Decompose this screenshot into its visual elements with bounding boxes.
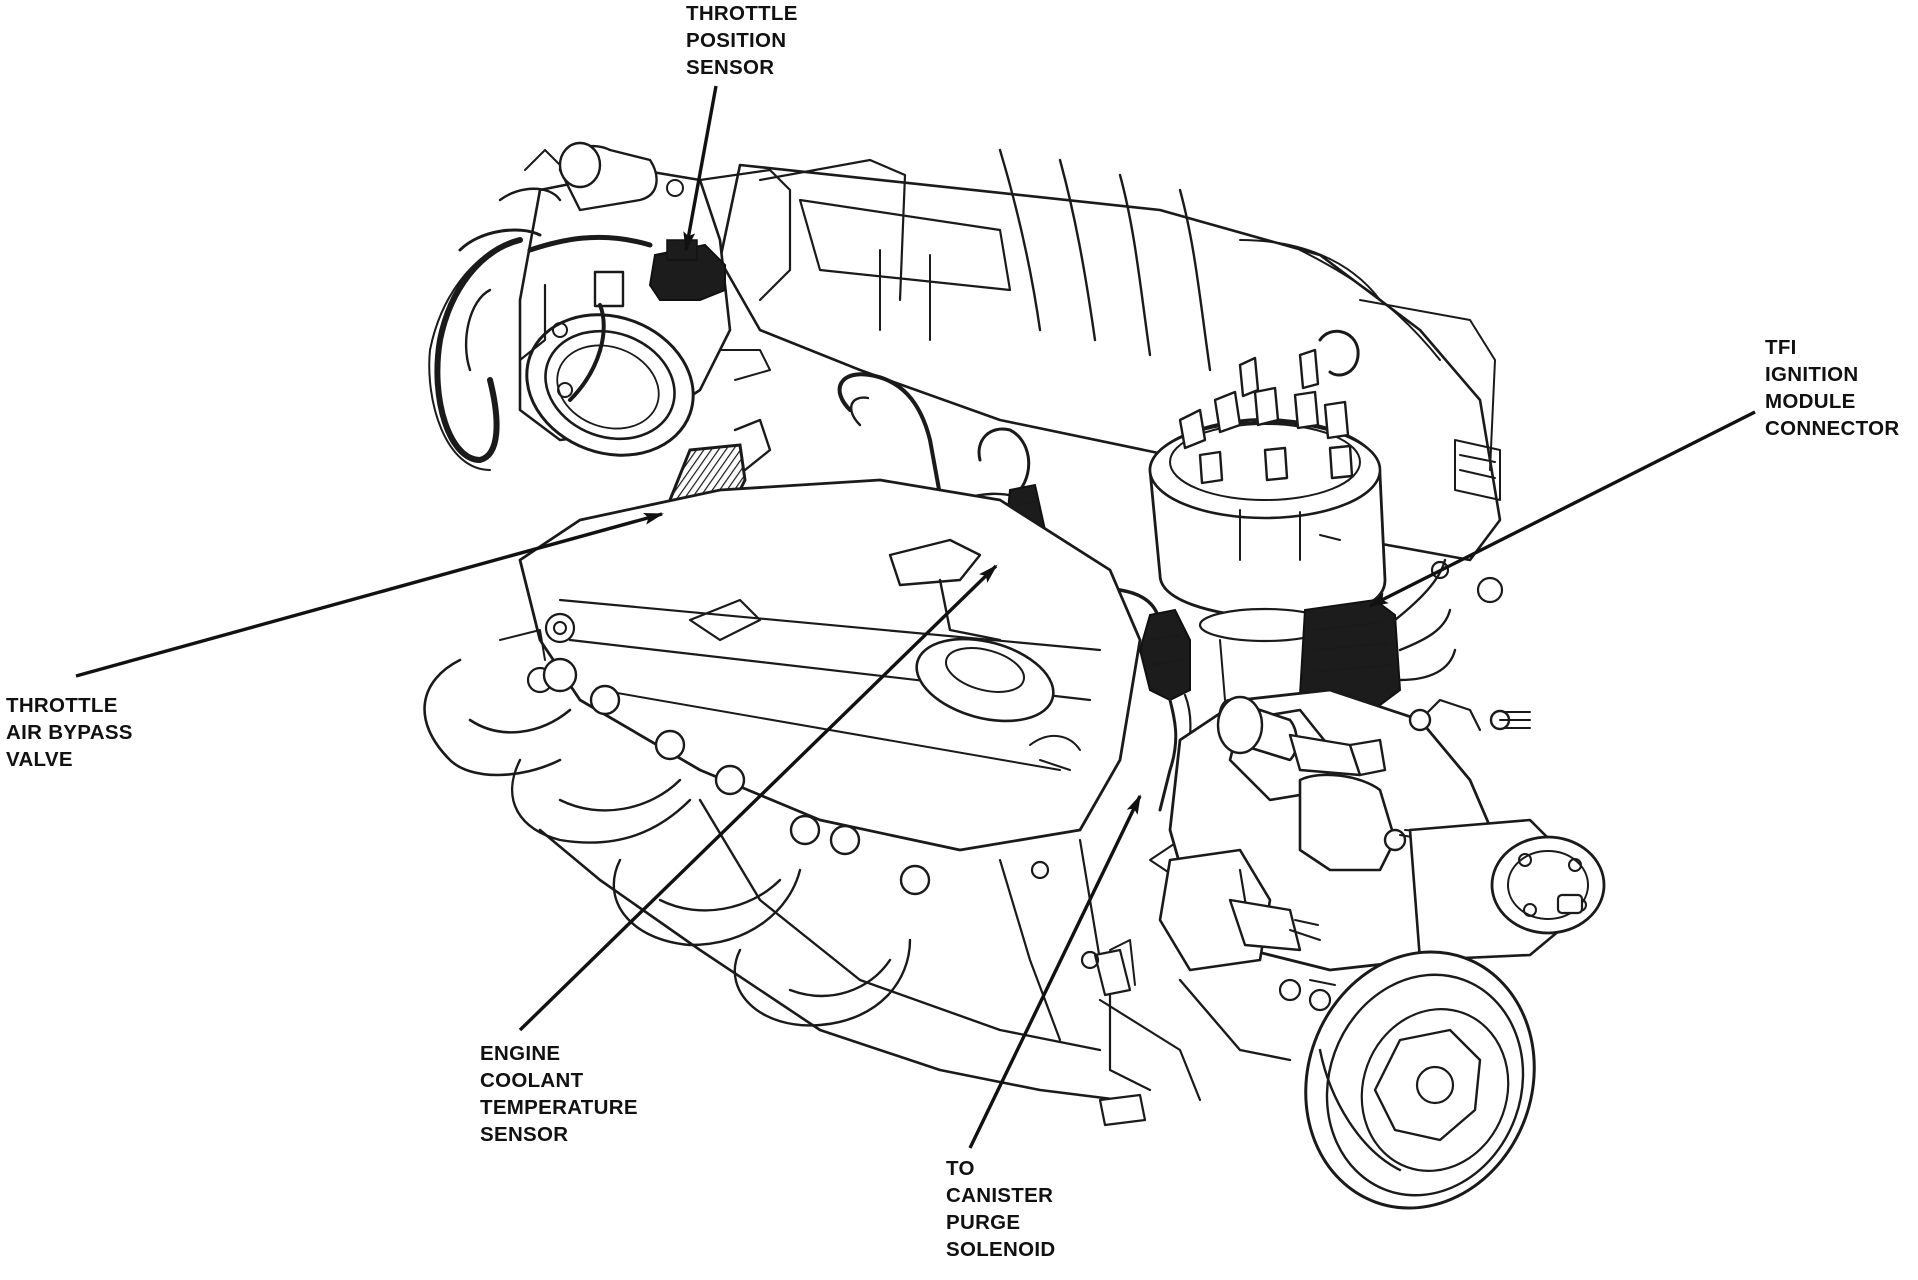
label-line: POSITION (686, 29, 787, 52)
label-line: AIR BYPASS (6, 721, 133, 744)
engine-block (538, 798, 1201, 1102)
label-line: SENSOR (686, 56, 775, 79)
label-line: MODULE (1765, 390, 1856, 413)
arrow-engine-coolant-temperature-sensor (518, 564, 998, 1032)
pump-pulley (1408, 818, 1606, 962)
label-line: THROTTLE (686, 2, 798, 25)
arrow-throttle-air-bypass-valve (75, 512, 664, 678)
arrow-to-canister-purge-solenoid (968, 794, 1142, 1149)
label-line: VALVE (6, 748, 73, 771)
wiring-harness (428, 149, 653, 471)
throttle-air-bypass-valve-label: THROTTLE AIR BYPASS VALVE (6, 692, 133, 773)
label-line: THROTTLE (6, 694, 118, 717)
label-line: SENSOR (480, 1123, 569, 1146)
engine-coolant-temperature-sensor-label: ENGINE COOLANT TEMPERATURE SENSOR (480, 1040, 638, 1148)
arrow-throttle-position-sensor (683, 85, 718, 252)
tfi-ignition-module-connector-label: TFI IGNITION MODULE CONNECTOR (1765, 334, 1899, 442)
front-cover-lower (1098, 939, 1292, 1127)
label-line: SOLENOID (946, 1238, 1056, 1261)
throttle-position-sensor-label: THROTTLE POSITION SENSOR (686, 0, 798, 81)
arrow-tfi-ignition-module-connector (1368, 410, 1756, 608)
label-line: IGNITION (1765, 363, 1859, 386)
label-line: CONNECTOR (1765, 417, 1900, 440)
label-line: TO (946, 1157, 975, 1180)
label-line: ENGINE (480, 1042, 561, 1065)
callout-arrows (75, 85, 1756, 1149)
label-line: TEMPERATURE (480, 1096, 638, 1119)
valve-cover (518, 478, 1142, 852)
label-line: COOLANT (480, 1069, 584, 1092)
label-line: CANISTER (946, 1184, 1054, 1207)
label-line: PURGE (946, 1211, 1021, 1234)
engine-illustration (423, 141, 1606, 1210)
label-line: TFI (1765, 336, 1797, 359)
exhaust-manifold (423, 598, 931, 1027)
to-canister-purge-solenoid-label: TO CANISTER PURGE SOLENOID (946, 1155, 1055, 1263)
crankshaft-damper (1304, 950, 1536, 1210)
